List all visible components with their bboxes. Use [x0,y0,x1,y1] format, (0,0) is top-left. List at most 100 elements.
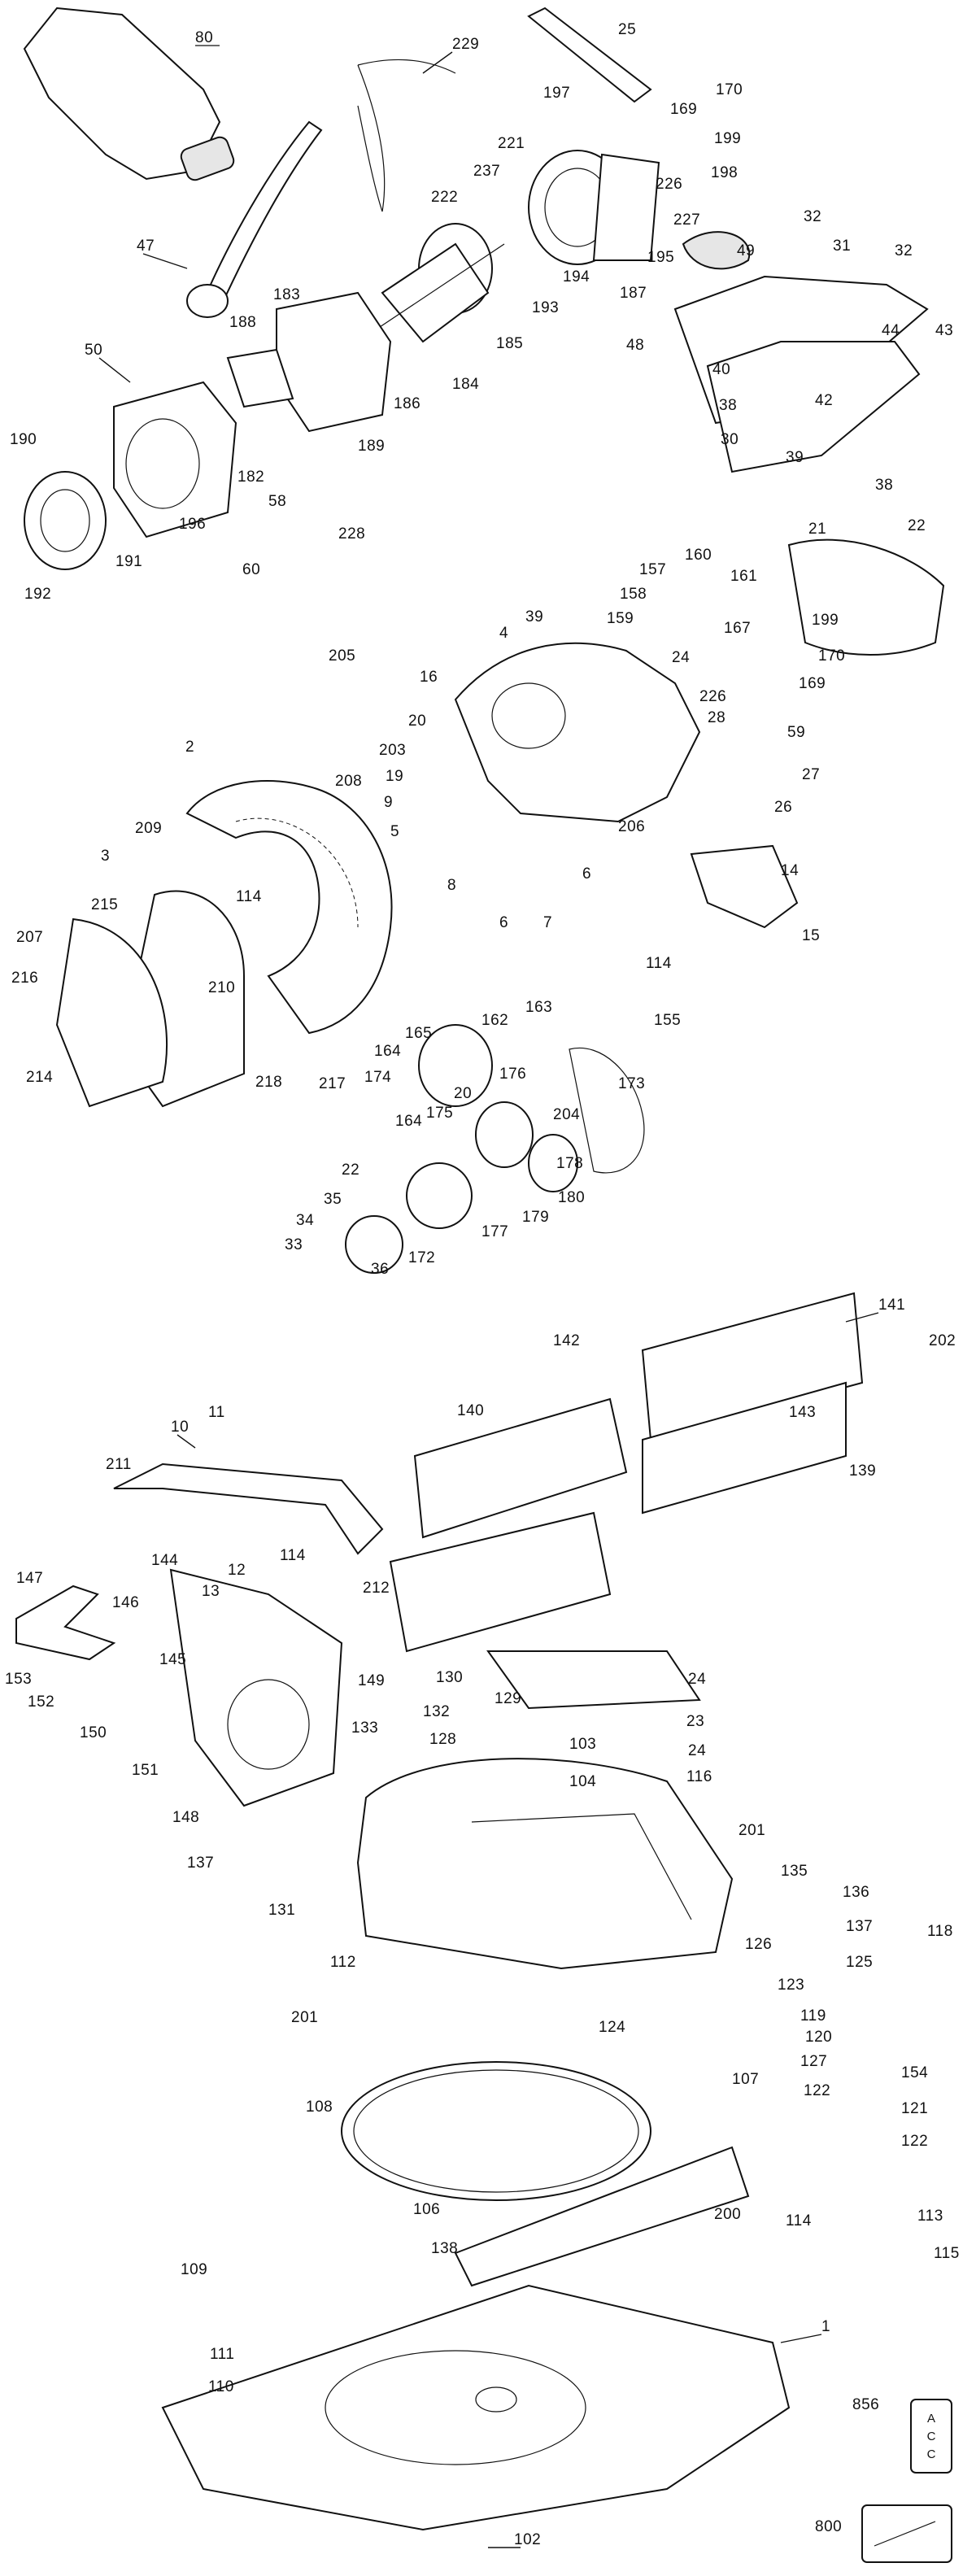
part-number-label: 157 [639,561,666,578]
knob-part [15,1584,116,1661]
part-number-label: 28 [708,709,725,726]
part-number-label: 200 [714,2206,741,2223]
part-number-label: 229 [452,36,479,53]
part-number-label: 196 [179,516,206,533]
arm-cover-part [787,538,945,656]
part-number-label: 60 [242,561,260,578]
part-number-label: 199 [714,130,741,147]
part-number-label: 174 [364,1069,391,1086]
part-number-label: 142 [553,1332,580,1349]
part-number-label: 36 [371,1261,389,1278]
part-number-label: 25 [618,21,636,38]
part-number-label: 210 [208,979,235,996]
part-number-label: 137 [187,1855,214,1872]
part-number-label: 20 [454,1085,472,1102]
part-number-label: 111 [210,2346,234,2363]
part-number-label: 27 [802,766,820,783]
power-cord-part [357,59,456,212]
part-number-label: 14 [781,862,799,879]
part-number-label: 146 [112,1594,139,1611]
part-number-label: 186 [394,395,420,412]
part-number-label: 38 [719,397,737,414]
part-number-label: 132 [423,1703,450,1720]
part-number-label: 113 [917,2208,943,2225]
part-number-label: 211 [106,1456,132,1473]
part-number-label: 13 [202,1583,220,1600]
part-number-label: 169 [670,101,697,118]
part-number-label: 7 [543,914,552,931]
part-number-label: 24 [688,1742,706,1759]
part-number-label: 8 [447,877,456,894]
part-number-label: 6 [499,914,508,931]
switch-tag-letter: C [927,2447,936,2461]
part-number-label: 207 [16,929,43,946]
part-number-label: 170 [818,647,845,665]
lock-lever-part [113,1462,384,1555]
part-number-label: 19 [386,768,403,785]
part-number-label: 6 [582,865,591,883]
motor-housing-part [113,381,237,538]
part-number-label: 32 [804,208,821,225]
part-number-label: 125 [846,1954,873,1971]
part-number-label: 23 [686,1713,704,1730]
gasket-part [569,1047,645,1174]
part-number-label: 119 [800,2007,826,2025]
part-number-label: 151 [132,1762,159,1779]
part-number-label: 218 [255,1074,282,1091]
part-number-label: 122 [901,2133,928,2150]
part-number-label: 185 [496,335,523,352]
part-number-label: 9 [384,794,393,811]
part-number-label: 189 [358,438,385,455]
part-number-label: 11 [208,1404,225,1421]
part-number-label: 154 [901,2064,928,2081]
part-number-label: 48 [626,337,644,354]
part-number-label: 206 [618,818,645,835]
part-number-label: 205 [329,647,355,665]
part-number-label: 175 [426,1105,453,1122]
part-number-label: 187 [620,285,647,302]
miter-scale-part [454,2146,750,2287]
part-number-label: 127 [800,2053,827,2070]
end-cap-part [24,471,107,570]
part-number-label: 198 [711,164,738,181]
part-number-label: 129 [495,1690,521,1707]
part-number-label: 212 [363,1580,390,1597]
motor-armature-part [357,223,505,343]
part-number-label: 112 [330,1954,356,1971]
part-number-label: 124 [599,2019,625,2036]
part-number-label: 12 [228,1562,246,1579]
part-number-label: 194 [563,268,590,285]
part-number-label: 20 [408,713,426,730]
part-number-label: 147 [16,1570,43,1587]
part-number-label: 221 [498,135,525,152]
part-number-label: 201 [291,2009,318,2026]
part-number-label: 34 [296,1212,314,1229]
switch-tag-letter: C [927,2430,936,2443]
gear-housing-part [528,150,660,265]
part-number-label: 58 [268,493,286,510]
part-number-label: 149 [358,1672,385,1689]
part-number-label: 214 [26,1069,53,1086]
switch-tag-part: A C C [910,2399,952,2474]
part-number-label: 139 [849,1462,876,1480]
part-number-label: 195 [647,249,674,266]
part-number-label: 138 [431,2240,458,2257]
base-part [161,2284,791,2531]
part-number-label: 226 [656,176,682,193]
table-insert-part [486,1650,701,1710]
part-number-label: 47 [137,238,155,255]
part-number-label: 145 [159,1651,186,1668]
part-number-label: 209 [135,820,162,837]
dust-bag-part [23,7,235,181]
part-number-label: 59 [787,724,805,741]
lower-guard-part [185,780,393,1035]
part-number-label: 162 [481,1012,508,1029]
part-number-label: 44 [882,322,900,339]
part-number-label: 208 [335,773,362,790]
part-number-label: 115 [934,2245,960,2262]
part-number-label: 114 [786,2212,812,2229]
dust-elbow-part [690,844,799,929]
part-number-label: 150 [80,1724,107,1741]
part-number-label: 179 [522,1209,549,1226]
